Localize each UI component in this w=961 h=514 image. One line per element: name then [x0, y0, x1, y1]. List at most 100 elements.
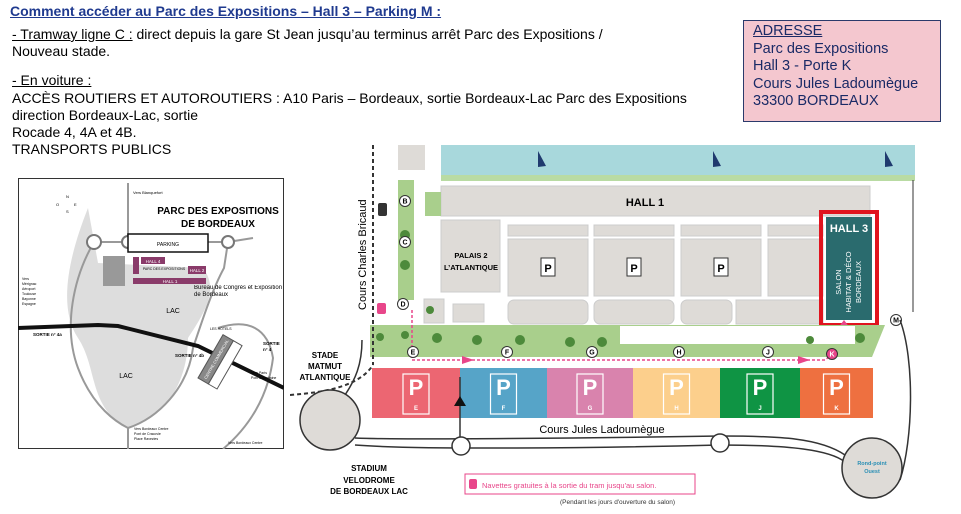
vers-centre: Pont de Cracovie — [134, 432, 161, 436]
svg-text:B: B — [402, 199, 407, 206]
vers-blanquefort: Vers Blanquefort — [133, 190, 163, 195]
svg-text:C: C — [402, 240, 407, 247]
tram-line-1: - Tramway ligne C : direct depuis la gar… — [12, 26, 603, 43]
parking-p-label: P — [829, 375, 844, 400]
vers-centre: Vers Bordeaux Centre — [228, 441, 262, 445]
svg-text:M: M — [893, 318, 899, 325]
tram-label: - Tramway ligne C : — [12, 26, 133, 42]
svg-text:P: P — [544, 263, 551, 275]
sailboat-icon — [538, 151, 893, 167]
street-bricaud: Cours Charles Bricaud — [357, 199, 369, 310]
compass-o: O — [56, 202, 59, 207]
svg-text:Toulouse: Toulouse — [22, 292, 36, 296]
svg-text:H: H — [676, 350, 681, 357]
rond-point-ouest — [841, 437, 903, 499]
shuttle-bus-icon — [377, 303, 386, 314]
parking-p-label: P — [409, 375, 424, 400]
gate-c: C — [399, 236, 411, 248]
vers-paris: Vers Paris — [251, 371, 267, 375]
parking-p-label: P — [496, 375, 511, 400]
shuttle-route — [411, 310, 836, 361]
svg-text:Vers: Vers — [22, 277, 29, 281]
hall1-label: HALL 1 — [163, 279, 178, 284]
hotels-label: LES HOTELS — [210, 327, 232, 331]
svg-text:F: F — [505, 350, 510, 357]
car-line: direction Bordeaux-Lac, sortie — [12, 107, 198, 123]
svg-text:Mérignac: Mérignac — [22, 282, 37, 286]
parking-label: PARKING — [157, 242, 179, 248]
address-line: Hall 3 - Porte K — [753, 58, 852, 74]
page-title: Comment accéder au Parc des Expositions … — [10, 3, 442, 19]
address-box: ADRESSE Parc des Expositions Hall 3 - Po… — [743, 20, 941, 122]
tree-icon — [376, 230, 865, 347]
car-label: - En voiture : — [12, 72, 92, 88]
sortie-4: SORTIE — [263, 341, 280, 346]
gate-d: D — [397, 298, 409, 310]
sortie-4a: SORTIE n° 4a — [33, 332, 62, 337]
svg-text:SALON: SALON — [834, 269, 843, 294]
gate-b: B — [399, 195, 411, 207]
gate-k: K — [826, 348, 838, 360]
gate-g: G — [586, 346, 598, 358]
svg-text:STADIUM: STADIUM — [351, 464, 387, 473]
svg-text:Aéroport: Aéroport — [22, 287, 35, 291]
svg-text:DE BORDEAUX LAC: DE BORDEAUX LAC — [330, 487, 408, 496]
parking-e: PE — [372, 368, 460, 418]
sortie-4b: SORTIE n° 4b — [175, 353, 204, 358]
parking-g: PG — [547, 368, 633, 418]
svg-text:E: E — [411, 350, 416, 357]
compass-n: N — [66, 194, 69, 199]
parking-p-label: P — [583, 375, 598, 400]
svg-text:STADE: STADE — [312, 351, 339, 360]
gate-e: E — [407, 346, 419, 358]
parking-k: PK — [800, 368, 873, 418]
svg-text:Bayonne: Bayonne — [22, 297, 36, 301]
svg-text:BORDEAUX: BORDEAUX — [854, 261, 863, 303]
overview-title: DE BORDEAUX — [181, 219, 255, 230]
vers-centre: Place Ravezies — [134, 437, 158, 441]
parking-letter: E — [414, 406, 418, 412]
vers-paris: Pont d'Aquitaine — [251, 376, 276, 380]
svg-text:D: D — [400, 302, 405, 309]
svg-text:Espagne: Espagne — [22, 302, 36, 306]
congres-label: Bureau de Congrès et Exposition de Borde… — [194, 285, 283, 298]
svg-text:J: J — [766, 350, 770, 357]
stade-roundabout — [299, 389, 361, 451]
hall3 — [826, 217, 872, 320]
gate-h: H — [673, 346, 685, 358]
tram-line-2: Nouveau stade. — [12, 43, 111, 59]
car-line: Rocade 4, 4A et 4B. — [12, 124, 137, 140]
parking-letter: J — [758, 406, 761, 412]
shuttle-note: Navettes gratuites à la sortie du tram j… — [482, 481, 656, 490]
svg-text:G: G — [589, 350, 595, 357]
parking-letter: H — [674, 406, 678, 412]
tram-icon — [378, 203, 387, 216]
svg-text:HABITAT & DÉCO: HABITAT & DÉCO — [844, 251, 853, 312]
parking-p-icon: P P P — [540, 257, 729, 277]
parking-f: PF — [460, 368, 547, 418]
palais2 — [440, 219, 501, 293]
car-line: ACCÈS ROUTIERS ET AUTOROUTIERS : A10 Par… — [12, 90, 687, 106]
roundabout — [710, 433, 730, 453]
lac-label: LAC — [119, 373, 133, 380]
parking-letter: G — [588, 406, 593, 412]
gates: B C D E F G H J K M — [397, 195, 902, 360]
vers-merignac: VersMérignacAéroportToulouseBayonneEspag… — [22, 277, 37, 306]
hall4-label: HALL 4 — [146, 259, 161, 264]
lac-label: LAC — [166, 308, 180, 315]
compass-e: E — [74, 202, 77, 207]
street-ladoumegue: Cours Jules Ladoumègue — [539, 424, 664, 436]
address-line: Cours Jules Ladoumègue — [753, 75, 919, 92]
hall3-label: HALL 3 — [830, 223, 868, 235]
overview-map: PARKING HALL 4 HALL 2 HALL 1 PARC DES EX… — [18, 178, 284, 449]
palais2-label: PALAIS 2 — [454, 251, 487, 260]
lake — [67, 208, 211, 428]
parking-p-label: P — [753, 375, 768, 400]
parking-j: PJ — [720, 368, 800, 418]
parc-label: PARC DES EXPOSITIONS — [143, 267, 186, 271]
tram-text: direct depuis la gare St Jean jusqu’au t… — [132, 26, 603, 42]
svg-text:P: P — [630, 263, 637, 275]
gate-j: J — [762, 346, 774, 358]
